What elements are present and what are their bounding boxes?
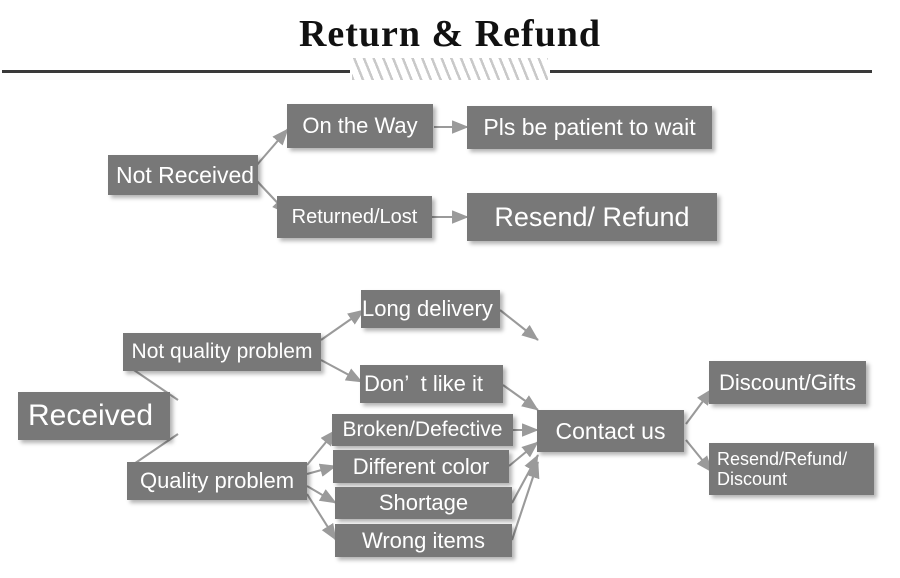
node-resend-refund[interactable]: Resend/ Refund	[467, 193, 717, 241]
node-dont-like-it[interactable]: Don’ t like it	[360, 365, 503, 403]
node-returned-lost[interactable]: Returned/Lost	[277, 196, 432, 238]
node-pls-be-patient-to-wait[interactable]: Pls be patient to wait	[467, 106, 712, 149]
node-shortage[interactable]: Shortage	[335, 487, 512, 519]
node-received[interactable]: Received	[18, 392, 170, 440]
node-not-received[interactable]: Not Received	[108, 155, 258, 195]
node-on-the-way[interactable]: On the Way	[287, 104, 433, 148]
divider-line-left	[2, 70, 350, 73]
node-not-quality-problem[interactable]: Not quality problem	[123, 333, 321, 371]
node-wrong-items[interactable]: Wrong items	[335, 524, 512, 557]
node-long-delivery[interactable]: Long delivery	[361, 290, 500, 328]
node-different-color[interactable]: Different color	[333, 450, 509, 483]
hatched-divider-icon	[352, 58, 548, 80]
page-title: Return & Refund	[298, 13, 602, 55]
node-contact-us[interactable]: Contact us	[537, 410, 684, 452]
node-quality-problem[interactable]: Quality problem	[127, 462, 307, 500]
node-broken-defective[interactable]: Broken/Defective	[332, 414, 513, 446]
node-discount-gifts[interactable]: Discount/Gifts	[709, 361, 866, 404]
divider-line-right	[550, 70, 872, 73]
node-resend-refund-discount[interactable]: Resend/Refund/ Discount	[709, 443, 874, 495]
